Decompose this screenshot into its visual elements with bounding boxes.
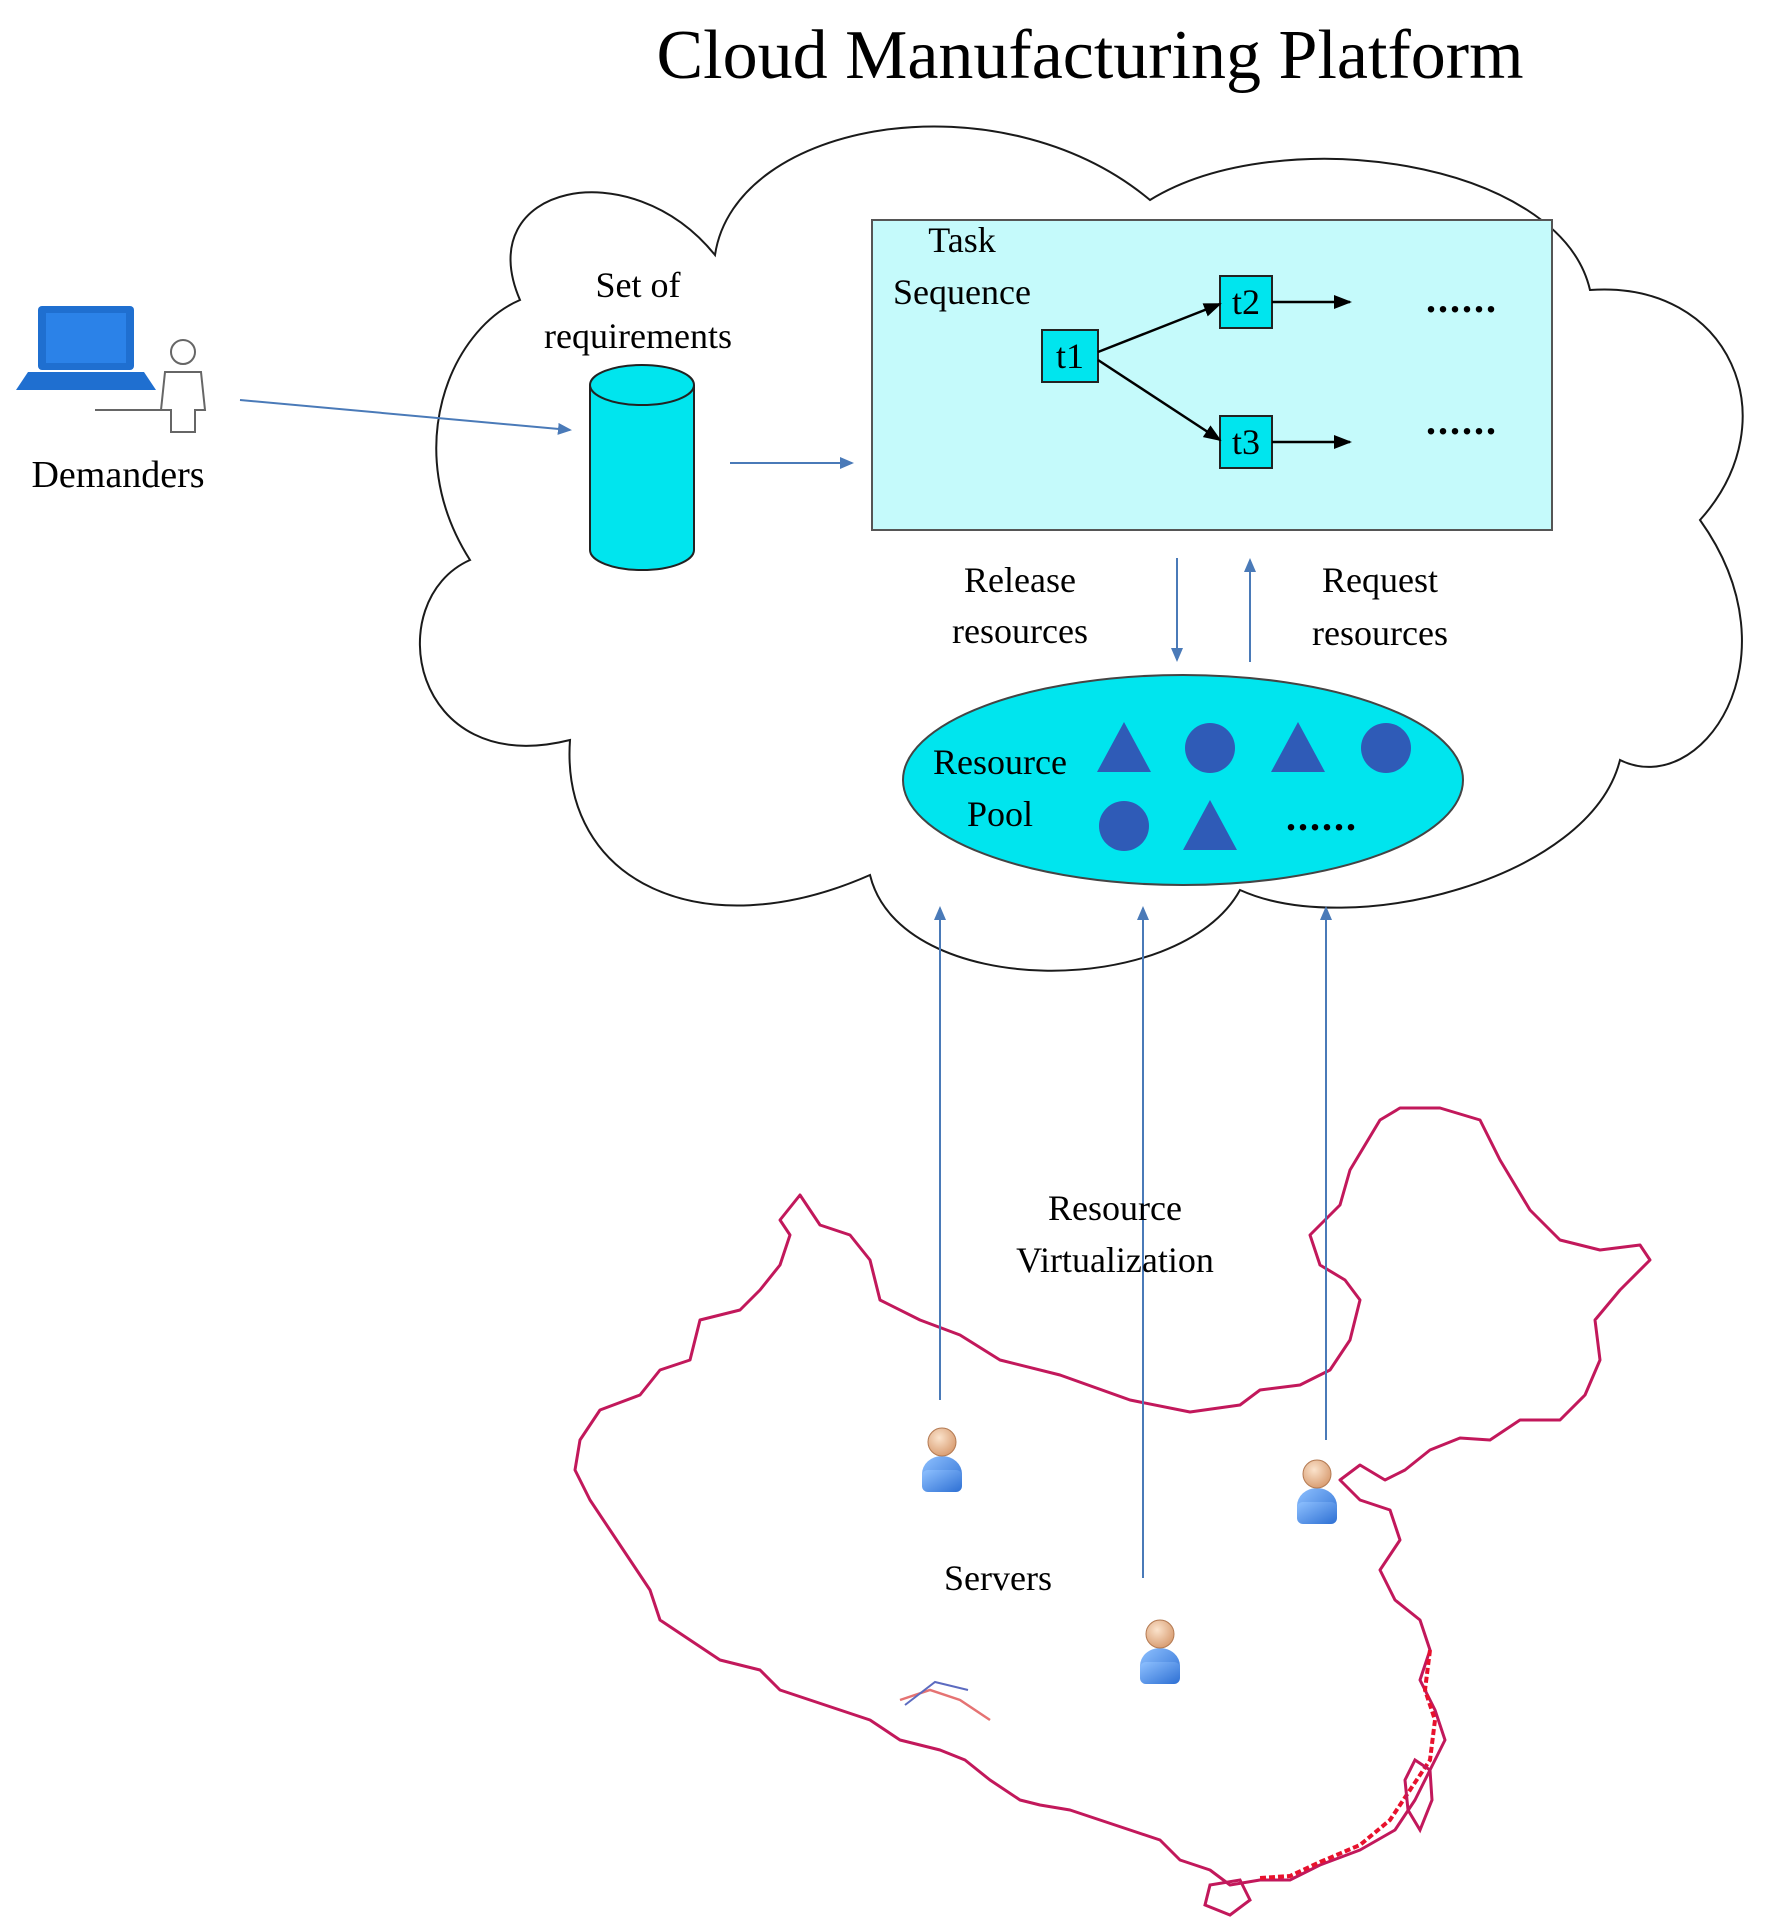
resource-pool-label-line2: Pool — [967, 794, 1033, 834]
task-sequence-label-line1: Task — [928, 220, 995, 260]
virtualization-label-line2: Virtualization — [1016, 1240, 1214, 1280]
resource-pool-label-line1: Resource — [933, 742, 1067, 782]
hainan-island — [1203, 1878, 1252, 1917]
triangle-resource-icon — [1183, 800, 1237, 850]
person-outline-icon — [95, 339, 207, 433]
edge-t1-t3 — [1097, 358, 1222, 442]
circle-resource-icon — [1361, 723, 1411, 773]
servers-label: Servers — [944, 1558, 1052, 1598]
release-label-line1: Release — [964, 560, 1076, 600]
user-icon — [921, 1427, 963, 1493]
requirements-label-line2: requirements — [544, 316, 732, 356]
task-node-t3: t3 — [1219, 415, 1273, 469]
task-node-t2: t2 — [1219, 275, 1273, 329]
user-icon — [1296, 1459, 1338, 1525]
circle-resource-icon — [1099, 801, 1149, 851]
map-southwest-boundary-blue — [904, 1680, 969, 1706]
map-southwest-boundary — [899, 1688, 991, 1722]
resource-pool-ellipse — [902, 674, 1464, 886]
request-label-line1: Request — [1322, 560, 1438, 600]
requirements-label-line1: Set of — [596, 265, 681, 305]
release-label-line2: resources — [952, 611, 1088, 651]
demand-arrow — [239, 399, 572, 435]
page-title: Cloud Manufacturing Platform — [656, 17, 1523, 94]
virtualization-label-line1: Resource — [1048, 1188, 1182, 1228]
taiwan-island — [1403, 1757, 1434, 1834]
triangle-resource-icon — [1271, 722, 1325, 772]
edge-t1-t2 — [1097, 302, 1222, 354]
task-sequence-label-line2: Sequence — [893, 272, 1031, 312]
cloud-shape — [418, 125, 1744, 972]
task-sequence-box — [871, 219, 1553, 531]
task-node-t1: t1 — [1041, 329, 1099, 383]
demanders-label: Demanders — [31, 454, 204, 496]
laptop-icon — [16, 306, 156, 390]
database-cylinder-icon — [589, 364, 695, 571]
task-ellipsis-bottom: ...... — [1426, 398, 1498, 443]
triangle-resource-icon — [1097, 722, 1151, 772]
circle-resource-icon — [1185, 723, 1235, 773]
resource-pool-ellipsis: ...... — [1286, 794, 1358, 839]
task-node-t1-label: t1 — [1056, 336, 1084, 376]
china-map-coastline — [1259, 1649, 1438, 1880]
task-node-t3-label: t3 — [1232, 422, 1260, 462]
task-node-t2-label: t2 — [1232, 282, 1260, 322]
task-ellipsis-top: ...... — [1426, 276, 1498, 321]
request-label-line2: resources — [1312, 613, 1448, 653]
user-icon — [1139, 1619, 1181, 1685]
